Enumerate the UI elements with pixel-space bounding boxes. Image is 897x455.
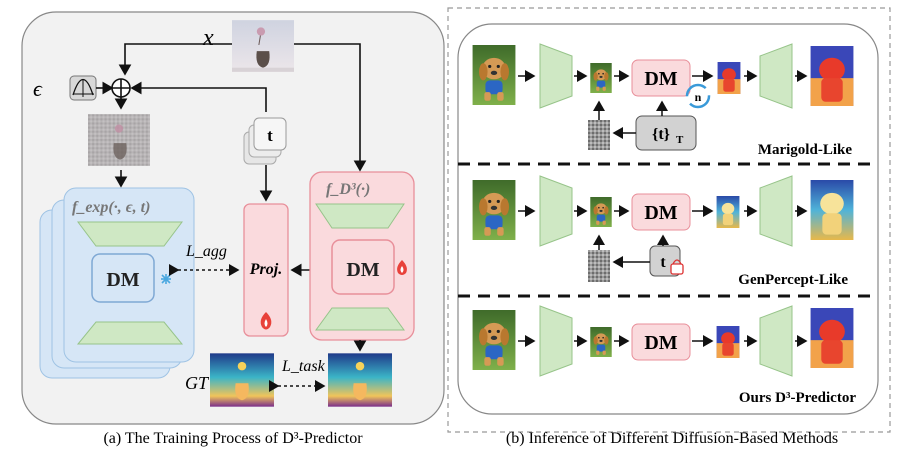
row1-loop-label: n	[695, 90, 702, 104]
noise-label: ϵ	[33, 76, 43, 101]
timestep-card-stack	[243, 117, 287, 165]
input-image	[232, 19, 294, 73]
panel-a-caption: (a) The Training Process of D³-Predictor	[103, 430, 363, 447]
predicted-depth-image	[328, 353, 392, 407]
noisy-image	[88, 114, 150, 166]
row1-step-label: {t}	[652, 126, 670, 143]
panel-b-caption: (b) Inference of Different Diffusion-Bas…	[506, 430, 838, 447]
fd3-encoder-trapezoid	[315, 203, 405, 229]
flame-icon-fd3	[397, 260, 407, 275]
row-genpercept	[472, 175, 854, 282]
fd3-decoder-trapezoid	[315, 307, 405, 331]
row2-dm-label: DM	[644, 202, 677, 224]
row1-step-sub: T	[676, 134, 684, 146]
panel-b-outer-dashed	[447, 7, 891, 433]
proj-block[interactable]	[243, 203, 289, 337]
arrow-x-to-plus	[118, 43, 232, 76]
plus-operator	[111, 78, 131, 98]
arrow-x-to-fd3	[294, 43, 367, 172]
flame-icon	[260, 312, 272, 330]
row1-dm-label: DM	[644, 68, 677, 90]
trainable-dm-label: DM	[346, 259, 379, 281]
arrow-t-to-plus	[130, 81, 267, 112]
encoder-trapezoid	[77, 221, 183, 247]
timestep-label: t	[267, 126, 273, 145]
row-marigold	[472, 43, 854, 151]
row2-name: GenPercept-Like	[738, 272, 848, 288]
gt-label: GT	[185, 373, 210, 393]
l-agg-label: L_agg	[185, 243, 227, 260]
row2-step-label: t	[660, 254, 666, 271]
row3-dm-label: DM	[644, 332, 677, 354]
frozen-dm-label: DM	[106, 269, 139, 291]
f-d3-label: f_D³(·)	[326, 181, 370, 198]
gt-depth-image	[210, 353, 274, 407]
frozen-dm-block	[91, 253, 155, 303]
trainable-dm-block	[331, 239, 395, 295]
decoder-trapezoid	[76, 321, 184, 345]
f-exp-label: f_exp(·, ϵ, t)	[72, 199, 150, 216]
proj-label: Proj.	[249, 261, 282, 278]
row1-name: Marigold-Like	[758, 142, 853, 158]
snowflake-icon	[161, 274, 171, 284]
row-ours	[472, 305, 854, 377]
noise-icon	[69, 75, 97, 101]
input-label: x	[202, 25, 214, 51]
row3-name: Ours D³-Predictor	[739, 390, 856, 406]
l-task-label: L_task	[281, 358, 326, 375]
